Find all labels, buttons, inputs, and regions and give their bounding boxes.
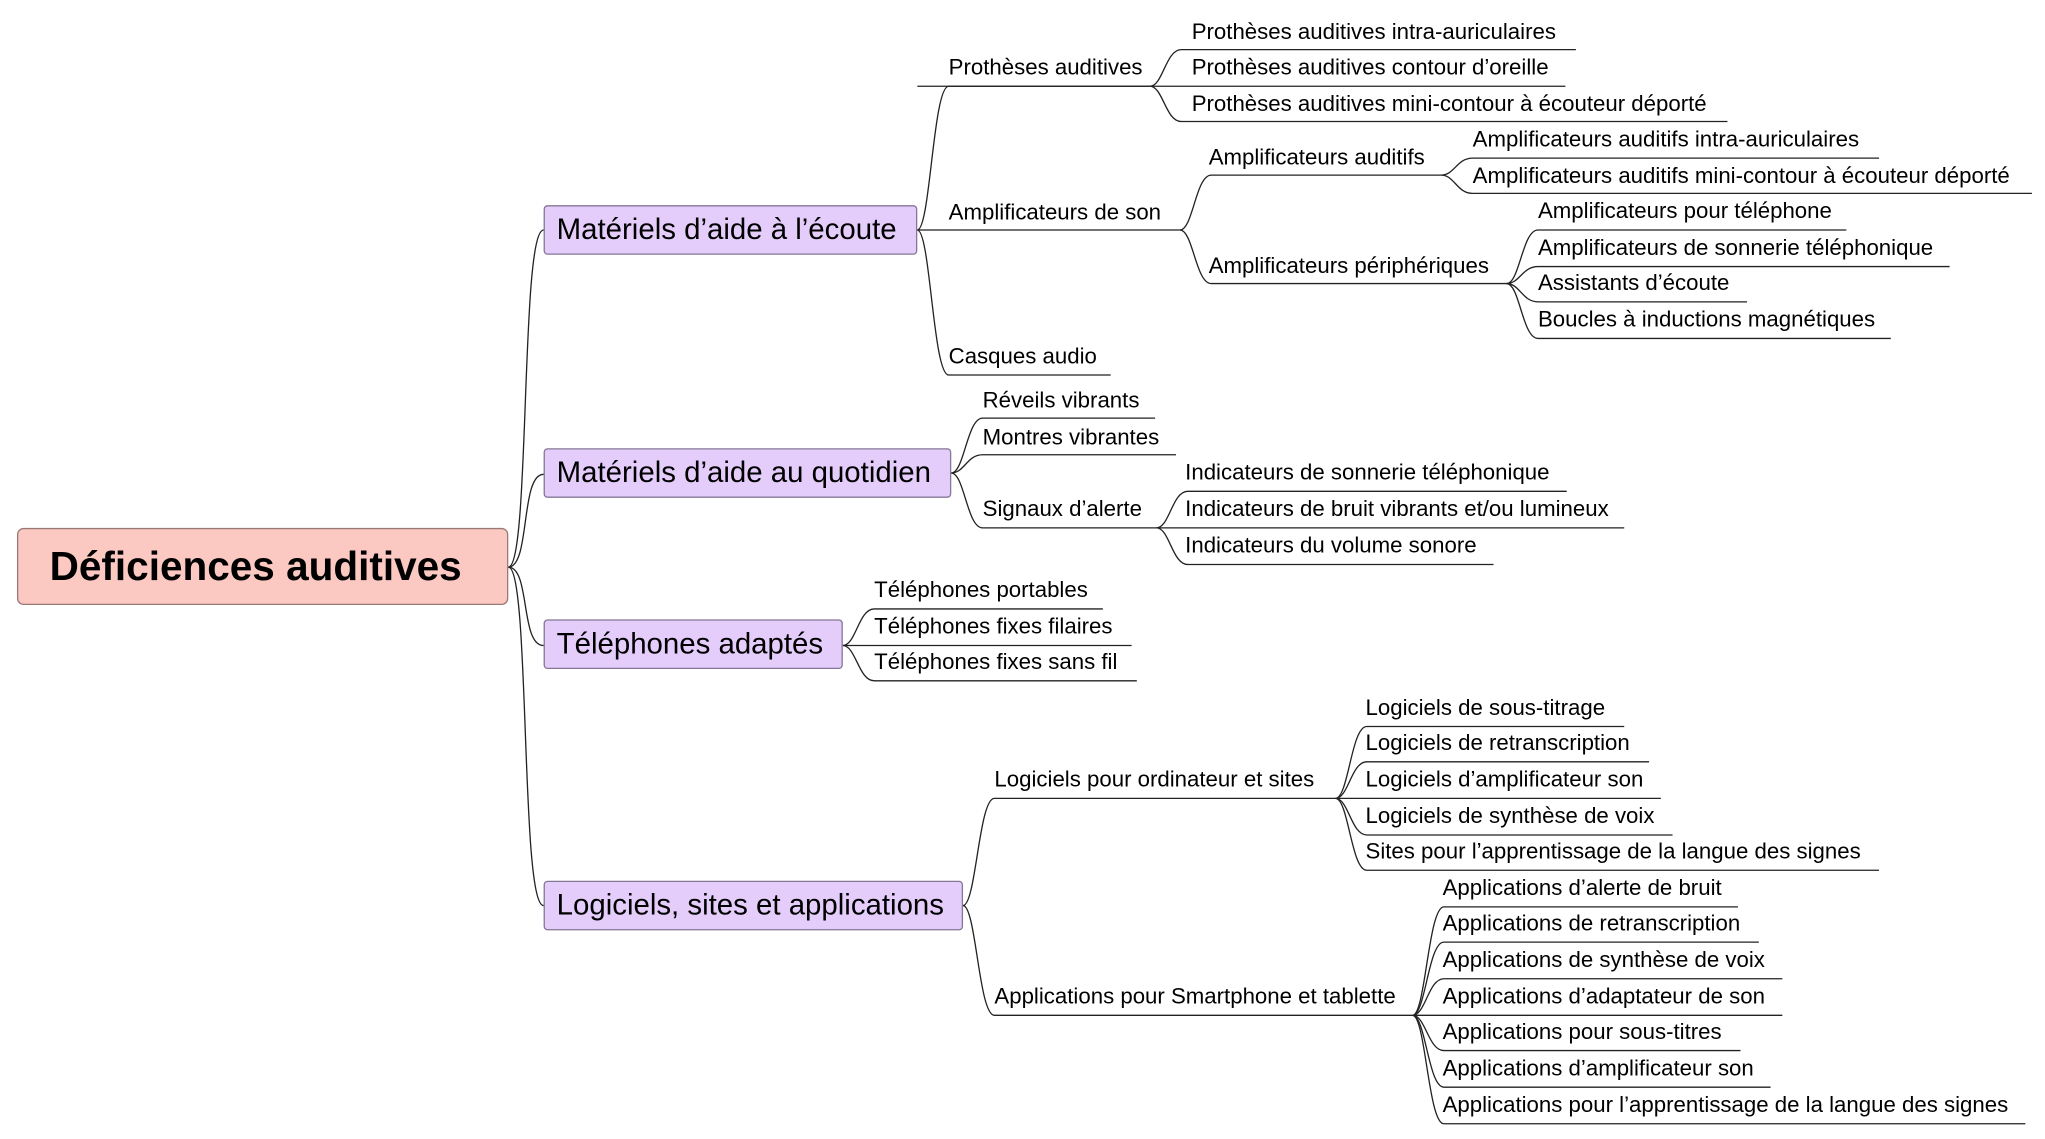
connector-line: [842, 644, 1137, 682]
connector-line: [1335, 797, 1880, 871]
connector-line: [1441, 174, 2032, 195]
node-amplificateurs-peripheriques: Amplificateurs périphériques: [1208, 253, 1489, 279]
connector-line: [842, 608, 1103, 647]
leaf-boucles: Boucles à inductions magnétiques: [1537, 307, 1876, 332]
leaf-app-synthese: Applications de synthèse de voix: [1442, 947, 1765, 973]
leaf-app-amplificateur: Applications d’amplificateur son: [1442, 1055, 1754, 1081]
connector-line: [1149, 49, 1576, 87]
connector-line: [507, 229, 544, 568]
node-applications: Applications pour Smartphone et tablette: [994, 983, 1396, 1009]
connector-line: [951, 472, 1157, 529]
leaf-app-alerte: Applications d’alerte de bruit: [1442, 875, 1722, 901]
node-signaux: Signaux d’alerte: [982, 496, 1142, 522]
node-logiciels-ordinateur: Logiciels pour ordinateur et sites: [994, 767, 1315, 792]
connector-line: [1412, 906, 1738, 1016]
connector-line: [1335, 761, 1650, 800]
leaf-app-adaptateur: Applications d’adaptateur de son: [1442, 983, 1765, 1009]
connector-line: [1506, 282, 1891, 340]
leaf-amp-mini: Amplificateurs auditifs mini-contour à é…: [1472, 163, 2010, 189]
connector-line: [1335, 725, 1625, 800]
leaf-app-retranscription: Applications de retranscription: [1442, 910, 1741, 936]
node-tel-sans-fil: Téléphones fixes sans fil: [874, 649, 1118, 675]
connector-line: [1179, 174, 1442, 231]
node-amplificateurs-auditifs: Amplificateurs auditifs: [1208, 145, 1425, 170]
leaf-amp-sonnerie: Amplificateurs de sonnerie téléphonique: [1537, 235, 1934, 261]
branch-quotidien: Matériels d’aide au quotidien: [543, 448, 952, 498]
node-amplificateurs-son: Amplificateurs de son: [948, 199, 1162, 225]
branch-logiciels: Logiciels, sites et applications: [543, 880, 964, 931]
leaf-app-signes: Applications pour l’apprentissage de la …: [1442, 1092, 2009, 1118]
leaf-protheses-intra: Prothèses auditives intra-auriculaires: [1191, 19, 1556, 45]
leaf-protheses-contour: Prothèses auditives contour d’oreille: [1191, 54, 1549, 80]
connector-line: [1156, 527, 1494, 566]
leaf-amp-intra: Amplificateurs auditifs intra-auriculair…: [1472, 126, 1860, 152]
connector-line: [1412, 978, 1783, 1016]
connector-line: [916, 85, 1150, 231]
connector-line: [1506, 229, 1847, 285]
connector-line: [1179, 229, 1507, 285]
connector-line: [962, 904, 1413, 1016]
node-tel-portables: Téléphones portables: [874, 577, 1088, 603]
leaf-amp-telephone: Amplificateurs pour téléphone: [1537, 198, 1832, 224]
leaf-ind-sonnerie: Indicateurs de sonnerie téléphonique: [1185, 459, 1550, 485]
node-reveils: Réveils vibrants: [982, 388, 1140, 413]
root-node: Déficiences auditives: [16, 527, 509, 606]
connector-line: [1149, 85, 1728, 123]
leaf-protheses-mini: Prothèses auditives mini-contour à écout…: [1191, 91, 1707, 117]
connector-line: [1156, 490, 1567, 529]
leaf-log-retranscription: Logiciels de retranscription: [1365, 730, 1630, 756]
connector-line: [916, 229, 1111, 376]
leaf-app-sous-titres: Applications pour sous-titres: [1442, 1019, 1722, 1045]
branch-telephones: Téléphones adaptés: [543, 619, 843, 670]
connector-line: [1441, 157, 1880, 176]
node-protheses: Prothèses auditives: [948, 54, 1143, 80]
leaf-log-sous-titrage: Logiciels de sous-titrage: [1365, 695, 1606, 720]
connector-line: [962, 797, 1336, 907]
connector-line: [508, 566, 544, 647]
node-montres: Montres vibrantes: [982, 424, 1160, 450]
connector-line: [1506, 265, 1950, 285]
connector-line: [1412, 941, 1759, 1016]
connector-line: [1506, 282, 1748, 303]
connector-line: [508, 473, 544, 568]
leaf-log-amplificateur: Logiciels d’amplificateur son: [1365, 767, 1644, 792]
node-casques: Casques audio: [948, 343, 1097, 369]
connector-line: [1412, 1014, 1741, 1052]
connector-line: [951, 417, 1156, 474]
leaf-sites-signes: Sites pour l’apprentissage de la langue …: [1365, 838, 1861, 864]
leaf-ind-volume: Indicateurs du volume sonore: [1185, 533, 1477, 558]
branch-ecoute: Matériels d’aide à l’écoute: [543, 205, 918, 255]
connector-line: [1412, 1014, 2026, 1125]
leaf-log-synthese: Logiciels de synthèse de voix: [1365, 803, 1655, 829]
leaf-ind-bruit: Indicateurs de bruit vibrants et/ou lumi…: [1185, 496, 1609, 522]
connector-line: [1335, 797, 1673, 836]
connector-line: [507, 566, 544, 907]
connector-line: [951, 454, 1177, 474]
node-tel-filaires: Téléphones fixes filaires: [874, 614, 1113, 639]
leaf-assistants-ecoute: Assistants d’écoute: [1537, 270, 1730, 296]
